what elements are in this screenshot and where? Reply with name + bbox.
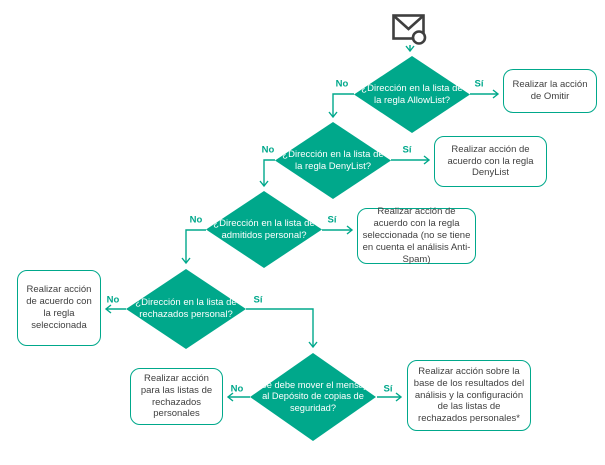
edge-label-deposito-no: No: [230, 383, 244, 395]
decision-rechazados-personal-label: ¿Dirección en la lista de rechazados per…: [135, 297, 237, 320]
edge-allowlist-no: [328, 93, 354, 119]
action-resultados-analisis: Realizar acción sobre la base de los res…: [407, 360, 531, 431]
edge-label-allowlist-yes: Sí: [474, 78, 484, 90]
decision-denylist-label: ¿Dirección en la lista de la regla DenyL…: [282, 148, 384, 172]
action-listas-rechazados: Realizar acción para las listas de recha…: [130, 368, 223, 425]
edge-label-allowlist-no: No: [335, 78, 349, 90]
decision-allowlist-label: ¿Dirección en la lista de la regla Allow…: [361, 82, 463, 106]
action-resultados-analisis-label: Realizar acción sobre la base de los res…: [413, 365, 525, 425]
action-omitir-label: Realizar la acción de Omitir: [512, 79, 588, 102]
edge-label-denylist-no: No: [261, 144, 275, 156]
edge-label-deposito-yes: Sí: [383, 383, 393, 395]
edge-label-admitidos-yes: Sí: [327, 214, 337, 226]
edge-rechazados-yes: [246, 308, 318, 349]
decision-admitidos-personal-label: ¿Dirección en la lista de admitidos pers…: [213, 217, 315, 241]
action-omitir: Realizar la acción de Omitir: [503, 69, 597, 113]
edge-label-rechazados-yes: Sí: [253, 294, 263, 306]
action-regla-seleccionada-label: Realizar acción de acuerdo con la regla …: [26, 284, 92, 331]
action-listas-rechazados-label: Realizar acción para las listas de recha…: [140, 372, 213, 420]
action-regla-seleccionada-sin-antispam: Realizar acción de acuerdo con la regla …: [357, 206, 476, 265]
email-message-icon: [389, 9, 429, 49]
action-regla-seleccionada: Realizar acción de acuerdo con la regla …: [17, 270, 101, 346]
edge-label-denylist-yes: Sí: [402, 144, 412, 156]
edge-denylist-no: [259, 159, 275, 188]
decision-deposito-copias-label: ¿Se debe mover el mensaje al Depósito de…: [254, 380, 372, 413]
action-denylist-label: Realizar acción de acuerdo con la regla …: [447, 143, 534, 179]
edge-admitidos-no: [181, 229, 206, 265]
edge-label-rechazados-no: No: [106, 294, 120, 306]
action-regla-seleccionada-sin-antispam-label: Realizar acción de acuerdo con la regla …: [362, 206, 471, 265]
action-denylist: Realizar acción de acuerdo con la regla …: [434, 136, 547, 187]
edge-label-admitidos-no: No: [189, 214, 203, 226]
